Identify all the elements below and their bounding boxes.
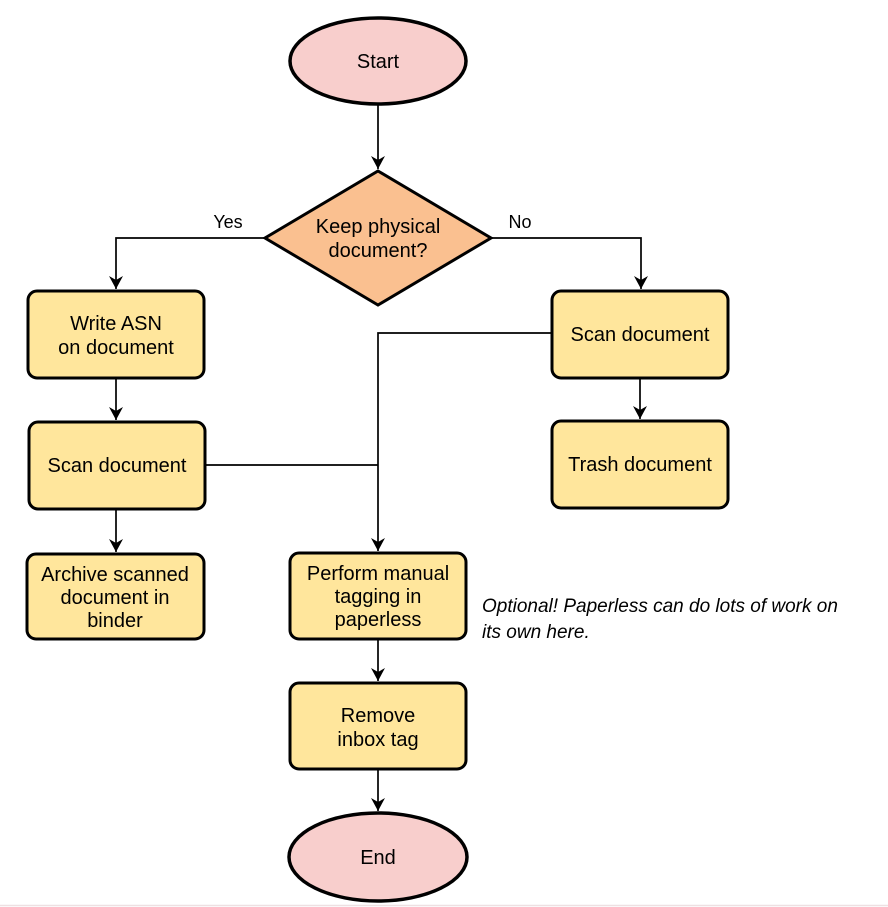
decision-node-label-line2: document? bbox=[329, 240, 428, 262]
edge-label-no: No bbox=[508, 212, 531, 232]
tagging-label-line2: tagging in bbox=[335, 586, 422, 608]
scan-document-right-label: Scan document bbox=[571, 324, 710, 346]
process-node-trash-document bbox=[550, 419, 730, 510]
scan-document-left-label: Scan document bbox=[48, 455, 187, 477]
start-node-label: Start bbox=[357, 51, 400, 73]
edge-scan-right-to-tagging bbox=[371, 332, 552, 551]
archive-label-line3: binder bbox=[87, 610, 143, 632]
remove-inbox-label-line2: inbox tag bbox=[337, 729, 418, 751]
tagging-label-line3: paperless bbox=[335, 609, 422, 631]
trash-document-label: Trash document bbox=[568, 454, 712, 476]
process-node-remove-inbox-tag bbox=[288, 681, 468, 771]
tagging-label-line1: Perform manual bbox=[307, 563, 449, 585]
end-node-label: End bbox=[360, 847, 396, 869]
optional-note-line1: Optional! Paperless can do lots of work … bbox=[482, 596, 838, 617]
end-node bbox=[287, 811, 469, 903]
optional-note-line2: its own here. bbox=[482, 622, 590, 643]
process-node-manual-tagging bbox=[288, 551, 468, 641]
edge-label-yes: Yes bbox=[213, 212, 242, 232]
remove-inbox-label-line1: Remove bbox=[341, 705, 415, 727]
process-node-scan-document-right bbox=[550, 289, 730, 380]
write-asn-label-line1: Write ASN bbox=[70, 313, 162, 335]
process-node-write-asn bbox=[26, 289, 206, 380]
edge-decision-yes-to-write-asn bbox=[109, 237, 265, 289]
decision-node-label-line1: Keep physical bbox=[316, 216, 441, 238]
process-node-archive-in-binder bbox=[25, 552, 206, 641]
write-asn-label-line2: on document bbox=[58, 337, 174, 359]
archive-label-line2: document in bbox=[61, 587, 170, 609]
archive-label-line1: Archive scanned bbox=[41, 564, 189, 586]
edge-decision-no-to-scan-right bbox=[491, 237, 648, 289]
start-node bbox=[288, 16, 468, 106]
decision-node-keep-physical-document bbox=[262, 169, 494, 307]
process-node-scan-document-left bbox=[27, 420, 207, 511]
